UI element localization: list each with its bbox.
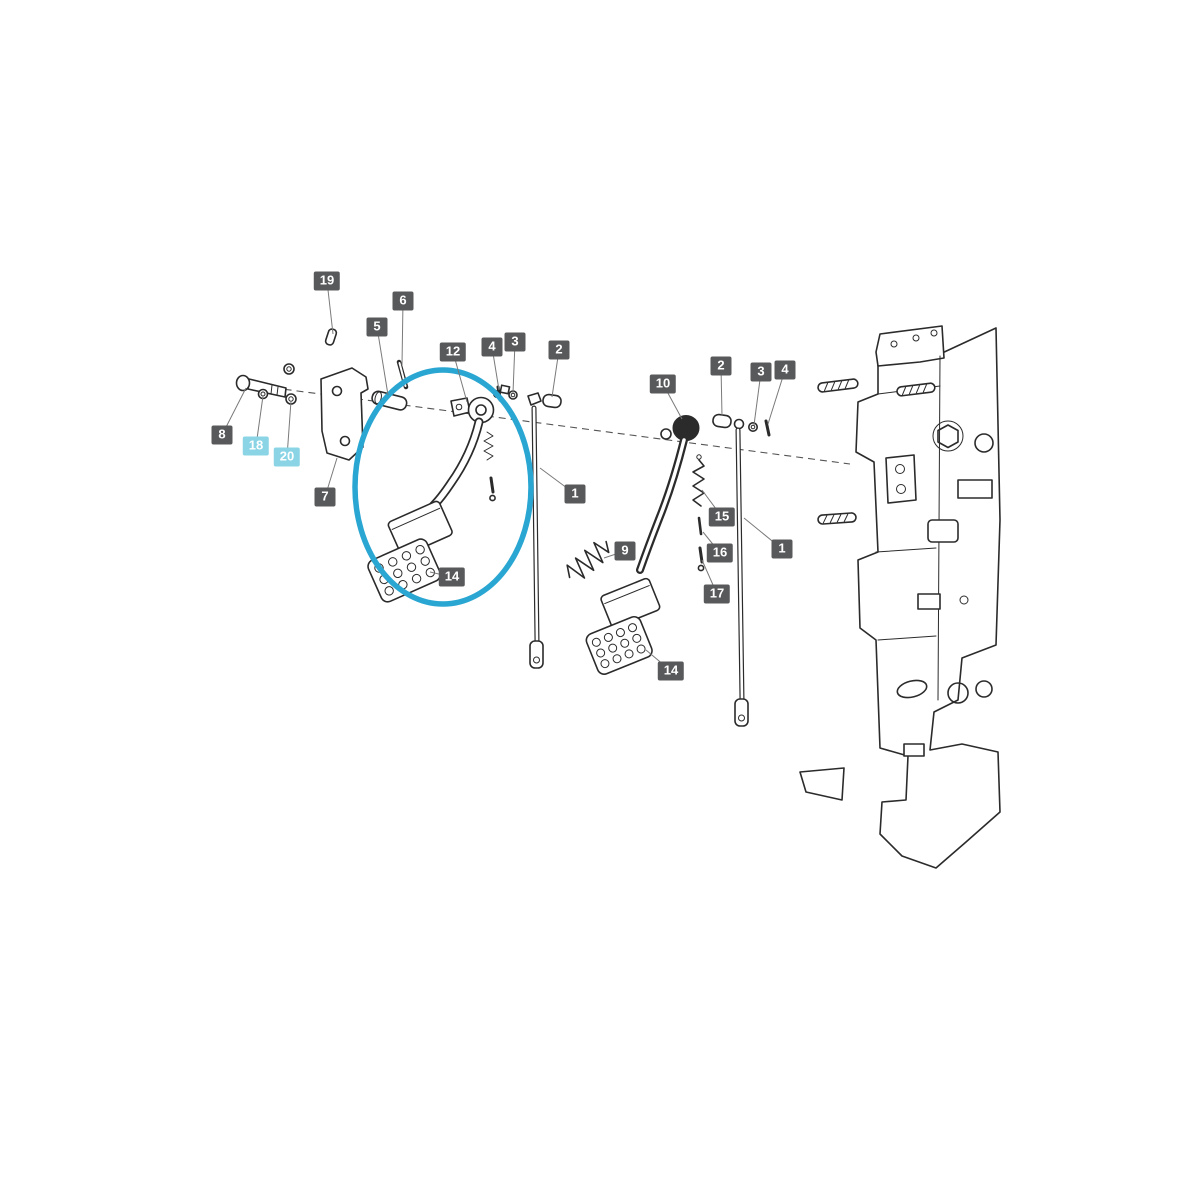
pedal-pad-14-left-art <box>367 538 442 603</box>
leader-line-5 <box>376 326 389 396</box>
part-label-18[interactable]: 18 <box>242 436 270 456</box>
part-label-16[interactable]: 16 <box>706 543 734 563</box>
spring-9-art <box>566 540 610 579</box>
washer-small-art <box>283 363 295 375</box>
pedal-pad-14-right-art <box>585 615 653 675</box>
pin-16-art <box>697 516 703 536</box>
pin-19-art <box>324 328 338 346</box>
part-label-9[interactable]: 9 <box>614 541 636 561</box>
bushing-2-right-art <box>712 413 732 429</box>
pedal-assembly-12-art <box>387 384 511 557</box>
part-label-4R[interactable]: 4 <box>774 360 796 380</box>
part-label-1L[interactable]: 1 <box>564 484 586 504</box>
part-label-7[interactable]: 7 <box>314 487 336 507</box>
leader-line-6 <box>401 300 404 366</box>
part-label-8[interactable]: 8 <box>211 425 233 445</box>
highlight-circle <box>352 367 534 607</box>
part-label-6[interactable]: 6 <box>392 291 414 311</box>
bushing-2-left-art <box>542 393 562 409</box>
mount-pin-top-right-art <box>896 382 936 397</box>
part-label-17[interactable]: 17 <box>703 584 731 604</box>
part-label-5[interactable]: 5 <box>366 317 388 337</box>
washer-3-right-art <box>747 421 758 432</box>
part-label-14R[interactable]: 14 <box>657 661 685 681</box>
part-label-19[interactable]: 19 <box>313 271 341 291</box>
pin-17-art <box>697 546 705 572</box>
mount-pin-mid-left-art <box>817 512 857 525</box>
part-label-3R[interactable]: 3 <box>750 362 772 382</box>
mount-pin-top-left-art <box>817 378 859 393</box>
part-label-10[interactable]: 10 <box>649 374 677 394</box>
rod-1-left-art <box>527 392 544 669</box>
pin-4-right-art <box>764 419 771 437</box>
part-label-15[interactable]: 15 <box>708 507 736 527</box>
part-label-4L[interactable]: 4 <box>481 337 503 357</box>
rod-1-right-art <box>733 418 749 727</box>
part-label-2R[interactable]: 2 <box>710 356 732 376</box>
pedal-assembly-10-art <box>600 415 700 629</box>
washer-20-art <box>285 393 297 405</box>
spring-15-art <box>692 454 705 507</box>
part-label-14L[interactable]: 14 <box>438 567 466 587</box>
part-label-20[interactable]: 20 <box>273 447 301 467</box>
part-label-2L[interactable]: 2 <box>548 340 570 360</box>
part-label-1R[interactable]: 1 <box>771 539 793 559</box>
part-label-12[interactable]: 12 <box>439 342 467 362</box>
frame-housing-art <box>799 325 1001 869</box>
bracket-plate-7-art <box>320 367 369 461</box>
part-label-3L[interactable]: 3 <box>504 332 526 352</box>
washer-18-art <box>257 388 269 400</box>
bolt-8-art <box>235 374 287 398</box>
